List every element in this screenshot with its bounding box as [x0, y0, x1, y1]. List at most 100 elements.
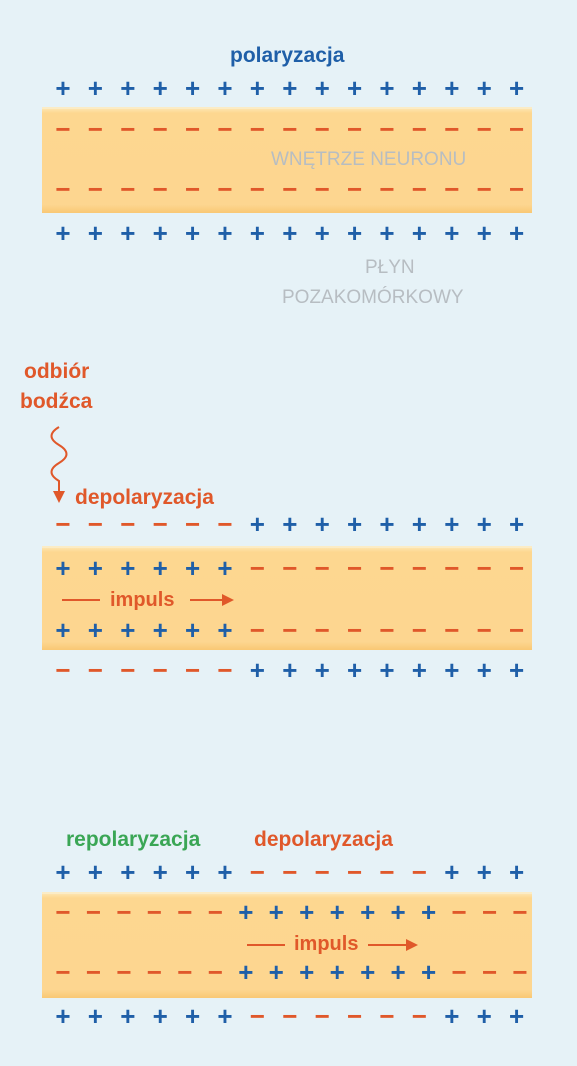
- minus-charge: −: [282, 174, 298, 204]
- minus-charge: −: [207, 897, 223, 927]
- plus-charge: +: [55, 73, 71, 103]
- plus-charge: +: [476, 73, 492, 103]
- plus-charge: +: [379, 655, 395, 685]
- minus-charge: −: [411, 174, 427, 204]
- minus-charge: −: [120, 114, 136, 144]
- minus-charge: −: [217, 114, 233, 144]
- plus-charge: +: [347, 73, 363, 103]
- plus-charge: +: [152, 1001, 168, 1031]
- plus-charge: +: [120, 553, 136, 583]
- plus-charge: +: [411, 655, 427, 685]
- minus-charge: −: [509, 174, 525, 204]
- minus-charge: −: [379, 857, 395, 887]
- plus-charge: +: [238, 957, 254, 987]
- minus-charge: −: [481, 957, 498, 987]
- plus-charge: +: [509, 73, 525, 103]
- plus-charge: +: [87, 615, 103, 645]
- stimulus-label-line1: odbiór: [24, 360, 90, 383]
- plus-charge: +: [185, 615, 201, 645]
- minus-charge: −: [444, 615, 460, 645]
- minus-charge: −: [55, 897, 71, 927]
- plus-charge: +: [314, 655, 330, 685]
- minus-charge: −: [152, 509, 168, 539]
- impulse-arrowhead-icon-2: [406, 939, 418, 951]
- plus-charge: +: [509, 218, 525, 248]
- minus-charge: −: [476, 174, 492, 204]
- plus-charge: +: [120, 218, 136, 248]
- minus-charge: −: [249, 553, 265, 583]
- minus-charge: −: [87, 114, 103, 144]
- plus-charge: +: [55, 1001, 71, 1031]
- plus-charge: +: [217, 218, 233, 248]
- plus-charge: +: [55, 553, 71, 583]
- plus-charge: +: [152, 553, 168, 583]
- plus-charge: +: [476, 655, 492, 685]
- plus-charge: +: [87, 1001, 103, 1031]
- plus-charge: +: [152, 73, 168, 103]
- plus-charge: +: [411, 73, 427, 103]
- plus-charge: +: [185, 553, 201, 583]
- minus-charge: −: [476, 114, 492, 144]
- plus-charge: +: [120, 73, 136, 103]
- plus-charge: +: [249, 218, 265, 248]
- plus-charge: +: [87, 73, 103, 103]
- minus-charge: −: [347, 553, 363, 583]
- plus-charge: +: [249, 509, 265, 539]
- minus-charge: −: [120, 655, 136, 685]
- minus-charge: −: [379, 114, 395, 144]
- minus-charge: −: [347, 615, 363, 645]
- minus-charge: −: [152, 114, 168, 144]
- minus-charge: −: [249, 174, 265, 204]
- minus-charge: −: [347, 857, 363, 887]
- minus-charge: −: [116, 957, 132, 987]
- minus-charge: −: [347, 174, 363, 204]
- minus-charge: −: [411, 553, 427, 583]
- plus-charge: +: [120, 1001, 136, 1031]
- plus-charge: +: [509, 509, 525, 539]
- minus-charge: −: [85, 897, 102, 927]
- plus-charge: +: [390, 957, 406, 987]
- minus-charge: −: [249, 114, 265, 144]
- plus-charge: +: [314, 218, 330, 248]
- minus-charge: −: [207, 957, 223, 987]
- plus-charge: +: [347, 218, 363, 248]
- plus-charge: +: [444, 509, 460, 539]
- minus-charge: −: [120, 509, 136, 539]
- minus-charge: −: [177, 897, 193, 927]
- minus-charge: −: [120, 174, 136, 204]
- plus-charge: +: [249, 655, 265, 685]
- minus-charge: −: [379, 1001, 395, 1031]
- minus-charge: −: [411, 1001, 427, 1031]
- plus-charge: +: [509, 1001, 525, 1031]
- minus-charge: −: [185, 114, 201, 144]
- plus-charge: +: [329, 897, 345, 927]
- plus-charge: +: [87, 857, 103, 887]
- extracellular-fluid-label-line2: POZAKOMÓRKOWY: [282, 287, 464, 308]
- minus-charge: −: [314, 615, 330, 645]
- plus-charge: +: [282, 73, 298, 103]
- plus-charge: +: [282, 655, 298, 685]
- minus-charge: −: [444, 114, 460, 144]
- minus-charge: −: [476, 553, 492, 583]
- plus-charge: +: [379, 509, 395, 539]
- minus-charge: −: [509, 553, 525, 583]
- polarization-title: polaryzacja: [230, 44, 345, 67]
- repolarization-label: repolaryzacja: [66, 828, 201, 851]
- plus-charge: +: [314, 73, 330, 103]
- plus-charge: +: [476, 218, 492, 248]
- minus-charge: −: [282, 114, 298, 144]
- minus-charge: −: [451, 897, 467, 927]
- plus-charge: +: [217, 553, 233, 583]
- membrane-band-repolarization: [42, 892, 532, 998]
- minus-charge: −: [55, 174, 71, 204]
- impulse-arrowhead-icon: [222, 594, 234, 606]
- minus-charge: −: [512, 957, 528, 987]
- plus-charge: +: [476, 857, 492, 887]
- plus-charge: +: [185, 1001, 201, 1031]
- minus-charge: −: [444, 553, 460, 583]
- plus-charge: +: [249, 73, 265, 103]
- plus-charge: +: [185, 73, 201, 103]
- plus-charge: +: [120, 857, 136, 887]
- plus-charge: +: [360, 957, 376, 987]
- plus-charge: +: [120, 615, 136, 645]
